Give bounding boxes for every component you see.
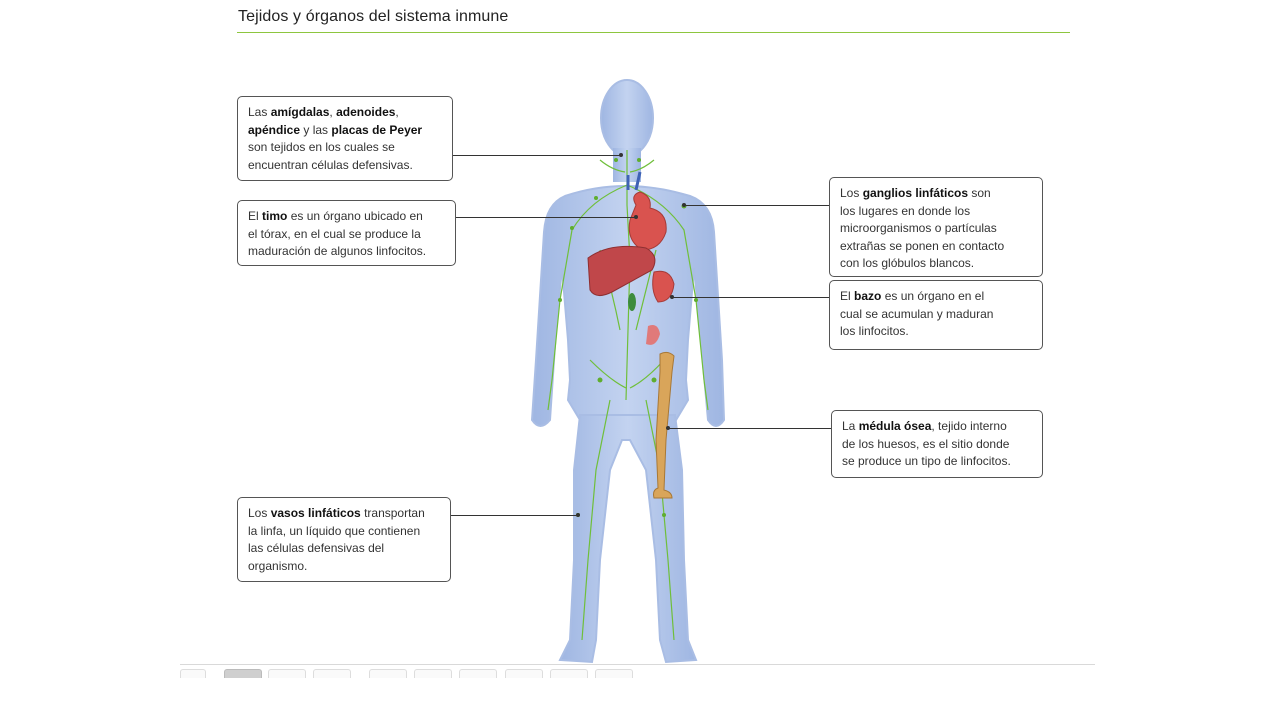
leader-vasos-dot (576, 513, 580, 517)
toolbar-tab-10[interactable] (595, 669, 633, 678)
toolbar-tab-4[interactable] (313, 669, 351, 678)
leader-vasos (451, 515, 578, 516)
toolbar-tab-7[interactable] (459, 669, 497, 678)
body-silhouette (530, 79, 726, 664)
page-title: Tejidos y órganos del sistema inmune (238, 8, 509, 25)
leader-medula-dot (666, 426, 670, 430)
toolbar-tab-8[interactable] (505, 669, 543, 678)
bottom-toolbar-divider (180, 664, 1095, 665)
heart-and-thymus (626, 171, 667, 251)
appendix-intestine (646, 325, 660, 345)
toolbar-tab-5[interactable] (369, 669, 407, 678)
leader-amigdalas (453, 155, 621, 156)
toolbar-tab-1[interactable] (180, 669, 206, 678)
leader-timo (456, 217, 636, 218)
callout-amigdalas: Las amígdalas, adenoides,apéndice y las … (237, 96, 453, 181)
leader-amigdalas-dot (619, 153, 623, 157)
femur-bone (653, 351, 675, 499)
liver (587, 245, 656, 296)
gallbladder (628, 293, 636, 311)
leader-ganglios (684, 205, 829, 206)
title-underline (237, 32, 1070, 33)
leader-ganglios-dot (682, 203, 686, 207)
toolbar-tab-3[interactable] (268, 669, 306, 678)
leader-bazo (672, 297, 829, 298)
leader-bazo-dot (670, 295, 674, 299)
toolbar-tab-2[interactable] (224, 669, 262, 678)
spleen (652, 270, 675, 303)
toolbar-tab-6[interactable] (414, 669, 452, 678)
leader-medula (668, 428, 831, 429)
leader-timo-dot (634, 215, 638, 219)
toolbar-tab-9[interactable] (550, 669, 588, 678)
callout-amigdalas-text: Las amígdalas, adenoides,apéndice y las … (248, 105, 423, 172)
